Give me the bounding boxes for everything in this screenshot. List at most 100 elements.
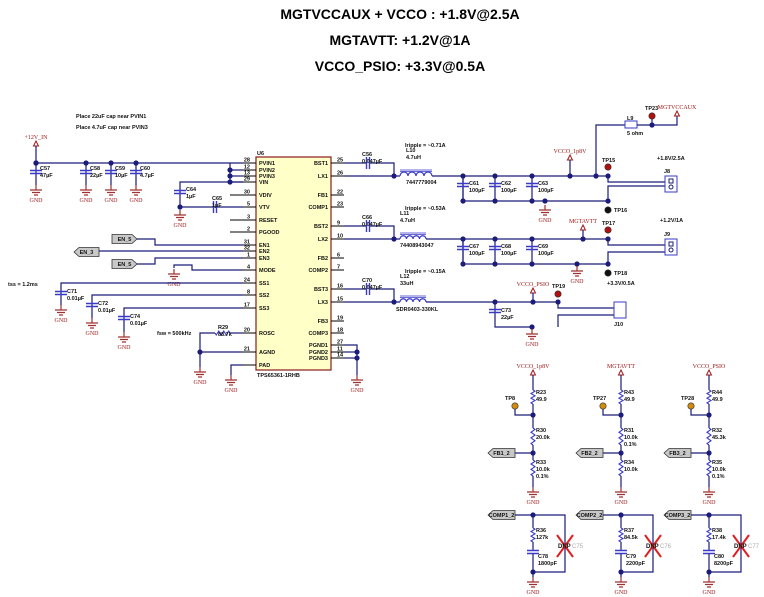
- component-value-c72: 0.01µF: [98, 308, 116, 314]
- junction-dot: [529, 173, 535, 179]
- junction-dot: [391, 236, 397, 242]
- ground-icon: [527, 577, 539, 588]
- component-ref-r36: R36: [536, 528, 546, 534]
- component-value-r31: 10.0k: [624, 435, 639, 441]
- junction-dot: [227, 173, 233, 179]
- note-ripple3: Iripple = ~0.15A: [405, 269, 446, 275]
- gnd-label: GND: [194, 380, 208, 386]
- ic-pin-name: PVIN1: [259, 161, 275, 167]
- capacitor-icon: [457, 182, 469, 188]
- component-value-c68: 100µF: [501, 251, 517, 257]
- note-ripple2: Iripple = ~0.53A: [405, 206, 446, 212]
- dnp-component-ref: C77: [748, 544, 760, 550]
- tag-en5-a: EN_5: [118, 237, 132, 243]
- ground-icon: [55, 305, 67, 316]
- capacitor-icon: [527, 549, 539, 555]
- resistor-icon: [214, 329, 231, 337]
- component-ref-c60: C60: [140, 166, 150, 172]
- gnd-label: GND: [526, 342, 540, 348]
- test-point-icon: [604, 206, 612, 214]
- component-value-r30: 20.0k: [536, 435, 551, 441]
- junction-dot: [530, 299, 536, 305]
- tag-en5-b: EN_5: [118, 262, 132, 268]
- gnd-label: GND: [703, 500, 717, 506]
- wire: [230, 364, 243, 375]
- inductor-icon: [399, 235, 427, 240]
- resistor-icon: [617, 527, 625, 543]
- capacitor-icon: [703, 549, 715, 555]
- ic-pin-number: 24: [244, 278, 251, 284]
- test-point-icon: [604, 163, 612, 171]
- ground-icon: [174, 210, 186, 221]
- capacitor-icon: [489, 182, 501, 188]
- component-value-c80: 8200pF: [714, 561, 734, 567]
- ground-icon: [351, 375, 363, 386]
- junction-dot: [492, 299, 498, 305]
- component-ref-r30: R30: [536, 428, 546, 434]
- ic-pin-name: COMP1: [308, 205, 328, 211]
- tag-fb: FB3_2: [669, 451, 686, 457]
- component-tol-r35: 0.1%: [712, 474, 725, 480]
- gnd-label: GND: [168, 282, 182, 288]
- component-value-r38: 17.4k: [712, 535, 727, 541]
- dnp-label: DNP: [558, 544, 571, 550]
- component-value-r36: 127k: [536, 535, 549, 541]
- tp-label: TP28: [681, 396, 694, 402]
- gnd-label: GND: [351, 388, 365, 394]
- net-label-12v-in: +12V_IN: [24, 135, 48, 141]
- connector-j9: [664, 238, 678, 256]
- gnd-label: GND: [703, 590, 717, 596]
- component-value-c56: 0.047µF: [362, 159, 383, 165]
- power-net-icon: [529, 368, 537, 376]
- title-line-3: VCCO_PSIO: +3.3V@0.5A: [315, 58, 485, 74]
- wire: [123, 307, 243, 332]
- ic-pin-name: EN2: [259, 249, 270, 255]
- pin-1-square: [668, 178, 674, 184]
- component-ref-c62: C62: [501, 181, 511, 187]
- gnd-label: GND: [174, 223, 188, 229]
- dnp-label: DNP: [734, 544, 747, 550]
- ic-pin-number: 25: [337, 158, 343, 164]
- wire: [690, 409, 709, 416]
- capacitor-icon: [212, 201, 218, 213]
- wire: [370, 225, 395, 239]
- dnp-component-ref: C76: [660, 544, 672, 550]
- ic-body: [255, 156, 332, 371]
- wire: [91, 294, 243, 318]
- resistor-icon: [529, 389, 537, 405]
- ic-pin-name: BST1: [314, 161, 328, 167]
- component-value-c78: 1800pF: [538, 561, 558, 567]
- test-point-icon: [599, 402, 607, 410]
- ic-pin-name: BST3: [314, 287, 328, 293]
- component-ref-c56: C56: [362, 152, 372, 158]
- component-value-r29: 88.7k: [218, 332, 233, 338]
- wire: [179, 181, 243, 208]
- component-part-l11: 74408943047: [400, 243, 434, 249]
- wire: [173, 264, 243, 271]
- tp18-label: TP18: [614, 271, 627, 277]
- capacitor-icon: [526, 182, 538, 188]
- junction-dot: [83, 160, 89, 166]
- ic-pin-number: 8: [247, 290, 250, 296]
- component-value-l12: 33uH: [400, 281, 413, 287]
- wire: [607, 185, 665, 201]
- component-ref-c61: C61: [469, 181, 479, 187]
- ic-pin-number: 30: [244, 190, 250, 196]
- component-value-c69: 100µF: [538, 251, 554, 257]
- ground-icon: [80, 185, 92, 196]
- component-value-c74: 0.01µF: [130, 321, 148, 327]
- ferrite-bead-icon: [624, 120, 638, 129]
- net-label-vcco-psio: VCCO_PSIO: [517, 282, 550, 288]
- capacitor-icon: [105, 169, 117, 175]
- junction-dot: [227, 167, 233, 173]
- capacitor-icon: [365, 283, 371, 295]
- tag-fb-shape: [575, 448, 604, 458]
- ic-pin-number: 18: [337, 328, 343, 334]
- gnd-label: GND: [55, 318, 69, 324]
- ic-pin-number: 29: [244, 177, 250, 183]
- test-point-icon: [604, 269, 612, 277]
- component-part-l10: 7447779004: [406, 180, 438, 186]
- dnp-component-ref: C75: [572, 544, 584, 550]
- ic-pin-name: LX2: [318, 237, 328, 243]
- wire: [607, 176, 665, 183]
